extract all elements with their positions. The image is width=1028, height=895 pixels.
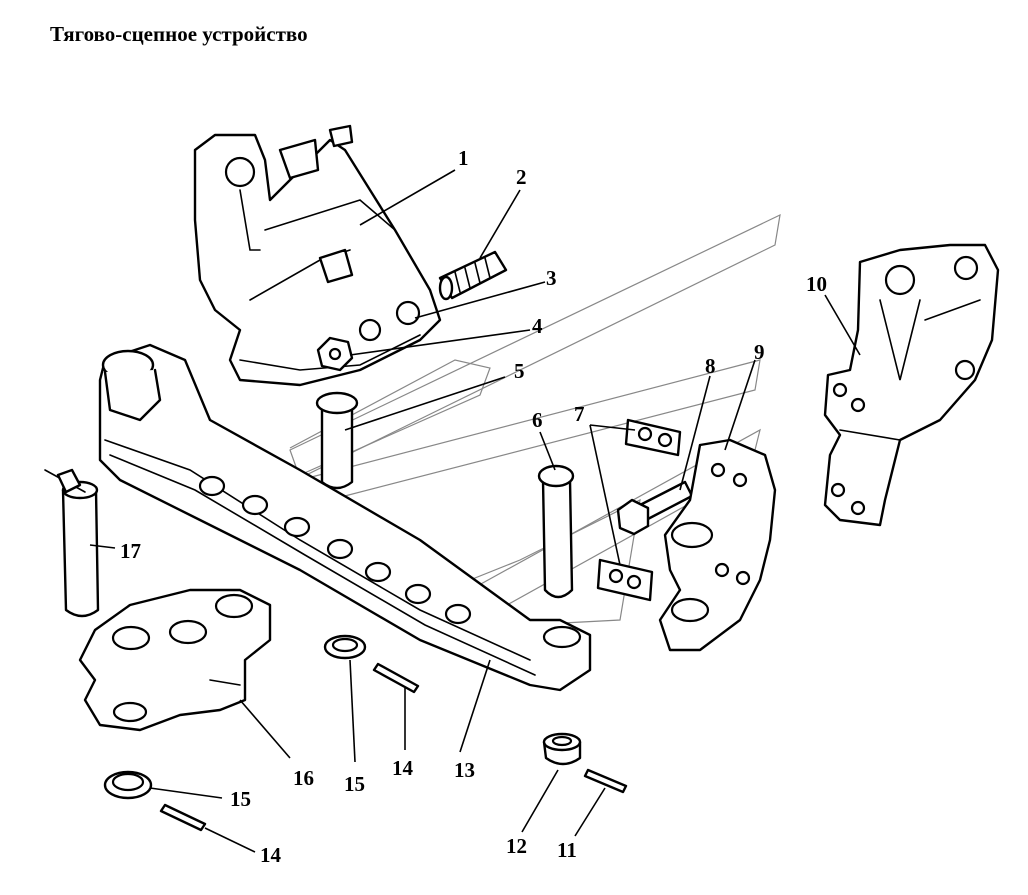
part-label-12: 12 <box>506 834 527 858</box>
part-15-washer-lower <box>103 770 153 800</box>
part-9-housing <box>658 438 777 652</box>
part-label-3: 3 <box>546 266 557 290</box>
part-17-pin <box>44 468 100 618</box>
part-10-bracket <box>823 243 1000 527</box>
part-label-6: 6 <box>532 408 543 432</box>
part-11-cotter-pin <box>583 768 628 794</box>
part-label-15-upper: 15 <box>344 772 365 796</box>
part-6-pin <box>537 464 575 599</box>
part-label-17: 17 <box>120 539 141 563</box>
part-7-plate-upper <box>624 418 682 457</box>
part-14-cotter-pin-upper <box>372 662 420 694</box>
part-label-14-lower: 14 <box>260 843 281 867</box>
part-2-stud <box>438 250 508 301</box>
part-15-washer-upper <box>323 634 367 660</box>
part-label-1: 1 <box>458 146 469 170</box>
part-label-5: 5 <box>514 359 525 383</box>
part-14-cotter-pin-lower <box>159 803 207 832</box>
part-7-plate-lower <box>596 558 654 602</box>
part-4-nut <box>316 336 354 372</box>
part-label-4: 4 <box>532 314 543 338</box>
diagram-title: Тягово-сцепное устройство <box>50 22 308 46</box>
part-5-pin <box>315 391 359 490</box>
part-16-clevis <box>78 588 272 732</box>
part-1-bracket <box>193 124 442 387</box>
part-label-13: 13 <box>454 758 475 782</box>
leader-lines <box>89 169 861 853</box>
part-13-drawbar <box>98 343 592 692</box>
part-label-15-lower: 15 <box>230 787 251 811</box>
part-label-2: 2 <box>516 165 527 189</box>
part-label-8: 8 <box>705 354 716 378</box>
part-label-9: 9 <box>754 340 765 364</box>
part-label-10: 10 <box>806 272 827 296</box>
part-label-16: 16 <box>293 766 314 790</box>
part-12-bushing <box>542 732 582 766</box>
part-label-14-upper: 14 <box>392 756 413 780</box>
part-label-11: 11 <box>557 838 577 862</box>
part-8-bolt <box>616 480 694 536</box>
part-label-7: 7 <box>574 402 585 426</box>
